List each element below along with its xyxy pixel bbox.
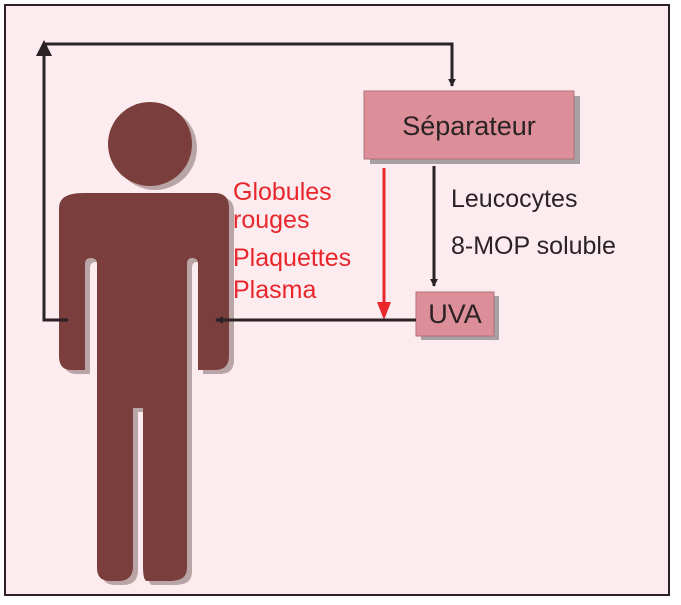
separator-box <box>363 90 575 160</box>
person-silhouette <box>59 102 229 581</box>
red-arrow-head <box>377 302 391 320</box>
separator-label: Séparateur <box>402 111 536 141</box>
mop-label: 8-MOP soluble <box>451 232 616 260</box>
return-label-line-3: Plaquettes <box>233 244 352 272</box>
return-label-line-2: rouges <box>233 206 310 234</box>
up-arrow-head <box>36 40 52 56</box>
leucocytes-label: Leucocytes <box>451 185 578 213</box>
uva-label: UVA <box>428 299 482 329</box>
return-label-line-1: Globules <box>233 178 332 206</box>
uva-box <box>415 291 495 337</box>
return-label-line-4: Plasma <box>233 276 317 304</box>
